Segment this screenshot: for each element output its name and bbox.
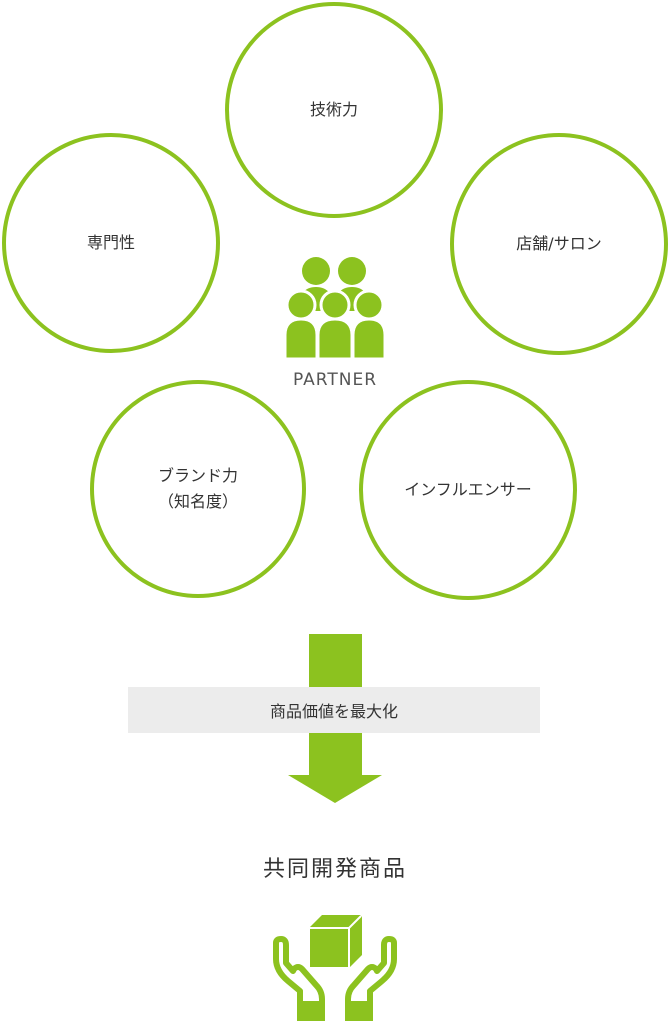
partner-label-influencer: インフルエンサー (404, 480, 532, 499)
partner-label-brand-line2: （知名度） (157, 492, 238, 511)
partner-label: PARTNER (292, 370, 378, 390)
partner-circle-expertise: 専門性 (2, 133, 220, 353)
partner-circle-influencer: インフルエンサー (359, 380, 577, 600)
down-arrow-head (288, 775, 382, 803)
partner-label-brand-line1: ブランド力 (157, 466, 238, 485)
joint-product-title: 共同開発商品 (262, 857, 407, 882)
people-group-icon (284, 257, 386, 360)
hands-holding-box-icon (273, 915, 397, 1021)
partner-circle-shop: 店舗/サロン (450, 133, 668, 355)
partner-label-shop: 店舗/サロン (516, 234, 602, 253)
partner-label-brand: ブランド力 （知名度） (158, 463, 238, 515)
partner-circle-brand: ブランド力 （知名度） (90, 380, 306, 598)
partner-circle-tech: 技術力 (225, 2, 443, 218)
value-maximize-label: 商品価値を最大化 (269, 702, 398, 721)
partner-label-tech: 技術力 (309, 100, 358, 119)
partner-label-expertise: 専門性 (86, 233, 135, 252)
value-maximize-band: 商品価値を最大化 (128, 687, 540, 733)
